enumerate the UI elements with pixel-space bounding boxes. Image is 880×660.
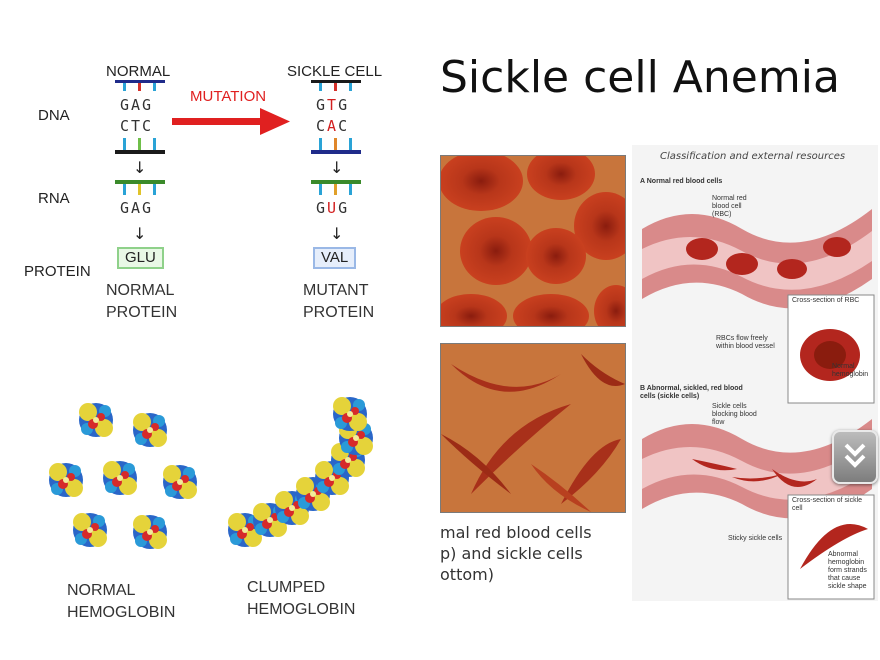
sickle-dna-rna-arrow: ↓ [330,158,344,177]
normal-dna-strand [115,80,165,154]
micrograph-caption: mal red blood cells p) and sickle cells … [440,523,592,584]
normal-rna-protein-arrow: ↓ [133,224,147,243]
normal-header: NORMAL [106,63,171,80]
sickle-header: SICKLE CELL [287,63,383,80]
normal-hemoglobin-molecule [49,463,83,497]
normal-rbc-label: Normal red blood cell (RBC) [712,195,747,218]
normal-hemoglobin-molecule [133,413,167,447]
sickle-amino-acid: VAL [313,247,357,269]
clumped-hemoglobin-caption: CLUMPED HEMOGLOBIN [247,579,356,618]
double-chevron-down-icon[interactable] [832,430,878,484]
sickle-dna-top: GTG [316,96,350,114]
normal-hemoglobin-molecule [163,465,197,499]
normal-hemoglobin-molecule [73,513,107,547]
normal-hemoglobin-molecule [103,461,137,495]
flow-freely-label: RBCs flow freely within blood vessel [716,335,775,350]
cross-section-sickle-label: Cross-section of sickle cell [792,497,863,512]
sickle-cell-photo [440,343,626,513]
normal-hemoglobin-molecule [79,403,113,437]
abnormal-hemoglobin-label: Abnormal hemoglobin form strands that ca… [828,551,867,590]
hemoglobin-illustration [49,397,373,549]
panel-b-label: B Abnormal, sickled, red blood cells (si… [640,385,743,400]
sticky-sickle-label: Sticky sickle cells [728,535,783,542]
normal-amino-acid: GLU [117,247,164,269]
cross-section-rbc-label: Cross-section of RBC [792,297,860,304]
panel-a-label: A Normal red blood cells [640,178,723,185]
clumped-hemoglobin-molecule [333,397,367,431]
normal-hemoglobin-molecule [133,515,167,549]
sickle-rna-protein-arrow: ↓ [330,224,344,243]
protein-row-label: PROTEIN [24,263,91,280]
mutation-label: MUTATION [190,88,267,105]
normal-protein-caption: NORMAL PROTEIN [106,282,178,321]
rna-row-label: RNA [38,190,70,207]
vessel-diagram: Classification and external resources A … [632,145,878,601]
sickle-rna-strand [311,180,361,195]
sickle-blocking-label: Sickle cells blocking blood flow [712,403,757,426]
sickle-cell-image [441,354,625,512]
normal-rbc-image [441,156,625,326]
normal-rbc-photo [440,155,626,327]
normal-rna: GAG [120,199,154,217]
normal-dna-top: GAG [120,96,154,114]
sickle-dna-strand [311,80,361,154]
vessel-illustration [642,209,875,600]
slide-title: Sickle cell Anemia [440,52,840,103]
dna-row-label: DNA [38,107,70,124]
normal-dna-bottom: CTC [120,117,154,135]
normal-rna-strand [115,180,165,195]
mutant-protein-caption: MUTANT PROTEIN [303,282,375,321]
normal-hemoglobin-label: Normal hemoglobin [832,363,869,378]
vessel-diagram-header: Classification and external resources [660,151,846,162]
mutation-arrow [172,108,290,135]
normal-hemoglobin-caption: NORMAL HEMOGLOBIN [67,582,176,621]
sickle-rna: GUG [316,199,350,217]
normal-dna-rna-arrow: ↓ [133,158,147,177]
sickle-dna-bottom: CAC [316,117,350,135]
